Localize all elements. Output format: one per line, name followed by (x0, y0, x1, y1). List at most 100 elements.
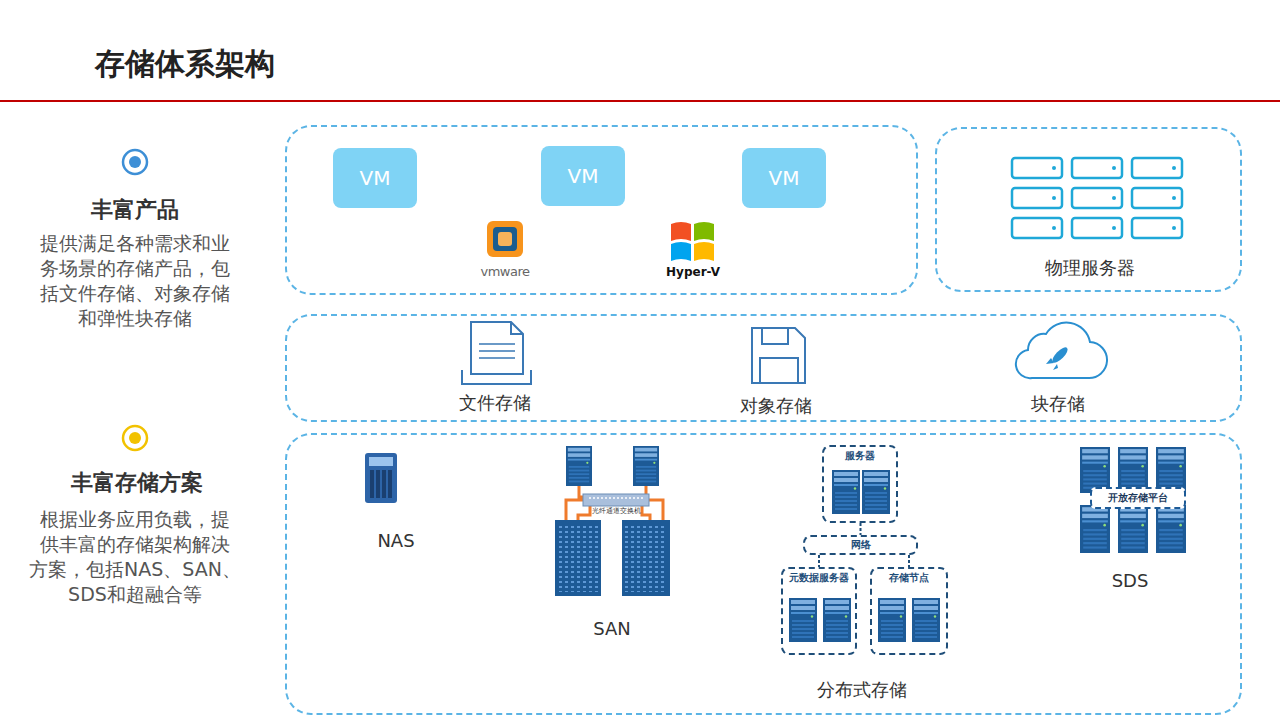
sds-server-cluster (1118, 505, 1148, 553)
network-box: 网络 (803, 535, 918, 555)
vm-box: VM (742, 148, 826, 208)
panel-label: Hyper-V (666, 265, 720, 279)
block-storage-cloud-icon (1016, 323, 1107, 379)
nas-device-icon (388, 470, 392, 498)
slide-title: 存储体系架构 (95, 44, 275, 85)
physical-server-icon (1132, 188, 1182, 208)
box-label: 开放存储平台 (1108, 492, 1168, 505)
san-illustration (622, 520, 670, 596)
distributed-storage-servers (789, 470, 940, 642)
physical-server-icon (1072, 218, 1122, 238)
san-illustration (566, 446, 592, 486)
box-label: 存储节点 (889, 572, 929, 584)
server-led (1052, 166, 1056, 170)
windows-logo (671, 222, 691, 241)
panel-label: vmware (480, 264, 529, 279)
windows-logo (671, 222, 714, 261)
san-illustration (589, 497, 643, 499)
object-storage-icon (762, 328, 788, 344)
nas-device-icon (382, 470, 386, 498)
panel-label: 块存储 (1031, 392, 1085, 416)
san-illustration (555, 520, 601, 596)
target-icon (123, 150, 147, 174)
distributed-storage-servers (862, 470, 890, 514)
physical-server-icon (1072, 188, 1122, 208)
panel-label: NAS (377, 530, 414, 551)
panel-label: 分布式存储 (817, 678, 907, 702)
panel-label: SAN (593, 618, 631, 639)
section-description: 提供满足各种需求和业 务场景的存储产品，包 括文件存储、对象存储 和弹性块存储 (15, 231, 255, 331)
storage-product-panel: 文件存储对象存储块存储 (285, 314, 1242, 422)
vmware-logo (498, 232, 512, 246)
sds-server-cluster (1080, 505, 1110, 553)
physical-server-icon (1012, 218, 1062, 238)
distributed-storage-servers (878, 598, 906, 642)
nas-device-icon (365, 453, 397, 503)
server-led (1112, 226, 1116, 230)
panel-label: 物理服务器 (1045, 256, 1135, 280)
nas-device-icon (369, 457, 393, 466)
nas-device-icon (365, 453, 397, 503)
san-illustration (555, 446, 670, 596)
server-led (1052, 166, 1176, 230)
connector-line (908, 555, 910, 567)
box-label: 网络 (851, 539, 871, 551)
physical-server-icon (1132, 158, 1182, 178)
box-label: 服务器 (845, 450, 875, 462)
metadata-server-box: 元数据服务器 (781, 567, 857, 655)
vm-box: VM (333, 148, 417, 208)
vm-box: VM (541, 146, 625, 206)
physical-server-icon (1132, 218, 1182, 238)
file-storage-icon (462, 370, 531, 384)
object-storage-icon (752, 328, 805, 383)
box-label: VM (769, 166, 800, 190)
box-label: VM (360, 166, 391, 190)
target-icon (129, 432, 141, 444)
section-description: 根据业务应用负载，提 供丰富的存储架构解决 方案，包括NAS、SAN、 SDS和… (15, 507, 255, 607)
sds-server-cluster (1156, 505, 1186, 553)
server-led (1052, 226, 1056, 230)
box-label: 元数据服务器 (789, 572, 849, 584)
physical-server-icon (1012, 188, 1062, 208)
target-icon (123, 426, 147, 450)
server-led (1112, 166, 1116, 170)
server-led (1172, 226, 1176, 230)
san-illustration (583, 494, 649, 506)
panel-label: SDS (1112, 570, 1149, 591)
physical-server-icon (1072, 158, 1122, 178)
distributed-storage-servers (789, 598, 817, 642)
section-heading: 丰富产品 (91, 195, 179, 225)
box-label: VM (568, 164, 599, 188)
connector-line (818, 555, 820, 567)
server-group-box: 服务器 (822, 445, 898, 523)
object-storage-icon (760, 358, 798, 383)
block-storage-cloud-icon (1046, 358, 1054, 364)
target-icon (129, 156, 141, 168)
file-storage-icon (471, 322, 523, 374)
distributed-storage-servers (912, 598, 940, 642)
connector-line (860, 523, 862, 535)
physical-server-icon (1012, 158, 1182, 238)
title-rule (0, 100, 1280, 102)
file-storage-icon (479, 344, 515, 358)
san-illustration (558, 524, 598, 592)
block-storage-cloud-icon (1053, 364, 1058, 370)
san-illustration (625, 524, 667, 592)
physical-server-icon (1012, 158, 1062, 178)
windows-logo (694, 222, 714, 241)
windows-logo (694, 242, 714, 261)
nas-device-icon (370, 470, 374, 498)
vm-platform-panel: vmware Hyper-V VM VM VM (285, 125, 918, 295)
storage-solution-panel: NAS SAN 分布式存储 SDS 服务器网络元数据服务器 存储节点 开放存储平台 (285, 433, 1242, 715)
vmware-logo (493, 227, 517, 251)
sds-server-cluster (1080, 447, 1186, 553)
panel-label: 文件存储 (459, 391, 531, 415)
vmware-logo (487, 221, 523, 257)
switch-label: 光纤通道交换机 (592, 506, 641, 516)
target-icon (123, 150, 147, 174)
server-led (1172, 196, 1176, 200)
storage-node-box: 存储节点 (870, 567, 948, 655)
server-led (1172, 166, 1176, 170)
